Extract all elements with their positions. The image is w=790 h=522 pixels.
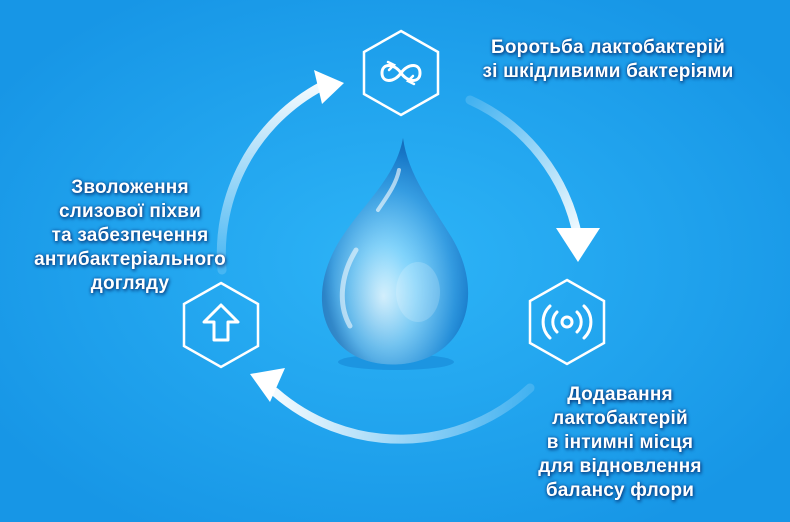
step-top-line-1: Боротьба лактобактерій bbox=[490, 37, 726, 58]
arc-bottom bbox=[270, 383, 535, 444]
arrowhead-bottom-left bbox=[250, 368, 285, 402]
step-right-line-5: балансу флори bbox=[545, 480, 695, 501]
step-left-line-2: слизової піхви bbox=[58, 201, 202, 222]
step-left-label: Зволоження слизової піхви та забезпеченн… bbox=[0, 176, 260, 296]
arc-left bbox=[216, 81, 327, 275]
step-left-line-4: антибактеріального bbox=[34, 249, 226, 270]
arrowhead-right-down bbox=[556, 228, 600, 262]
step-top-hexagon bbox=[362, 29, 440, 117]
step-right-line-3: в інтимні місця bbox=[546, 432, 694, 453]
step-right-line-4: для відновлення bbox=[538, 456, 702, 477]
step-left-hexagon bbox=[182, 281, 260, 369]
arrowhead-left-up bbox=[314, 70, 344, 104]
step-left-line-1: Зволоження bbox=[71, 177, 189, 198]
step-right-label: Додавання лактобактерій в інтимні місця … bbox=[470, 383, 770, 503]
water-drop bbox=[321, 138, 469, 370]
step-left-line-5: догляду bbox=[90, 273, 170, 294]
infinity-cycle-icon bbox=[380, 60, 422, 86]
up-arrow-icon bbox=[202, 303, 240, 342]
signal-waves-icon bbox=[541, 304, 593, 340]
step-right-line-1: Додавання bbox=[567, 384, 673, 405]
step-right-hexagon bbox=[528, 278, 606, 366]
step-top-line-2: зі шкідливими бактеріями bbox=[482, 61, 734, 82]
arc-top-right bbox=[465, 95, 583, 243]
step-left-line-3: та забезпечення bbox=[51, 225, 209, 246]
step-right-line-2: лактобактерій bbox=[552, 408, 688, 429]
step-top-label: Боротьба лактобактерій зі шкідливими бак… bbox=[448, 36, 768, 84]
